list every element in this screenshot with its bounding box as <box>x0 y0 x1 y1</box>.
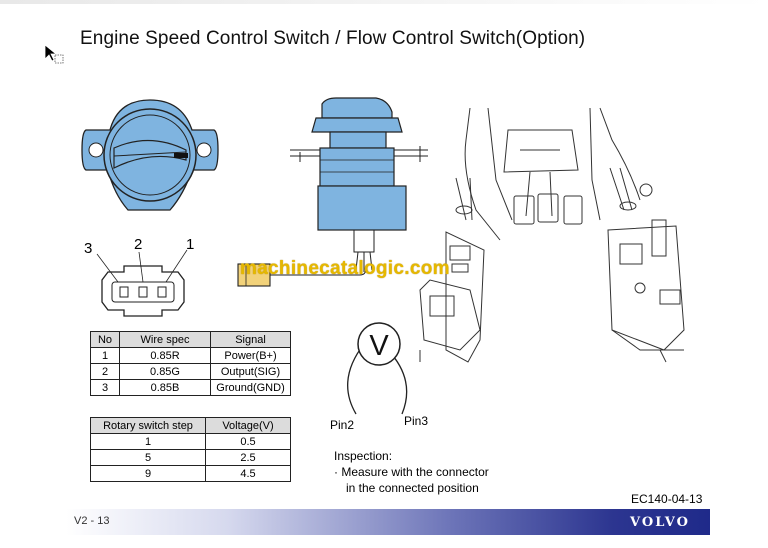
cell-signal: Ground(GND) <box>210 379 291 396</box>
table-row: 5 2.5 <box>90 449 291 466</box>
rotary-step-table: Rotary switch step Voltage(V) 1 0.5 5 2.… <box>90 417 291 482</box>
table-row: 1 0.5 <box>90 433 291 450</box>
connector-pin-label-1: 1 <box>186 236 195 253</box>
header-signal: Signal <box>210 331 291 348</box>
top-bar <box>0 0 768 4</box>
inspection-heading: Inspection: <box>334 449 393 463</box>
voltmeter-illustration: V <box>347 322 408 415</box>
cell-voltage: 4.5 <box>205 465 291 482</box>
voltmeter-symbol <box>357 322 401 366</box>
cell-wire-spec: 0.85R <box>119 347 211 364</box>
page-title: Engine Speed Control Switch / Flow Contr… <box>80 28 586 49</box>
harness-plug-illustration <box>237 263 367 287</box>
inspection-line-2: in the connected position <box>346 481 479 495</box>
cell-wire-spec: 0.85G <box>119 363 211 380</box>
header-wire-spec: Wire spec <box>119 331 211 348</box>
cab-interior-illustration <box>419 107 685 363</box>
watermark-text: machinecatalogic.com <box>240 258 450 279</box>
voltmeter-symbol-text: V <box>369 330 389 362</box>
table-row: 1 0.85R Power(B+) <box>90 347 291 364</box>
wire-spec-table: No Wire spec Signal 1 0.85R Power(B+) 2 … <box>90 331 291 396</box>
header-voltage: Voltage(V) <box>205 417 291 434</box>
document-code: EC140-04-13 <box>631 492 703 506</box>
mouse-cursor-icon <box>44 44 64 64</box>
table-row: 2 0.85G Output(SIG) <box>90 363 291 380</box>
switch-side-illustration <box>290 97 428 272</box>
header-no: No <box>90 331 120 348</box>
cell-voltage: 2.5 <box>205 449 291 466</box>
cell-no: 3 <box>90 379 120 396</box>
table-row: 3 0.85B Ground(GND) <box>90 379 291 396</box>
meter-pin-right-label: Pin3 <box>404 414 429 428</box>
header-rotary-step: Rotary switch step <box>90 417 206 434</box>
table-row: 9 4.5 <box>90 465 291 482</box>
inspection-line-1: · Measure with the connector <box>334 465 489 479</box>
connector-face-illustration <box>96 249 188 317</box>
connector-pin-label-2: 2 <box>134 236 143 253</box>
cell-no: 1 <box>90 347 120 364</box>
page-number: V2 - 13 <box>74 515 110 527</box>
inspection-notes: Inspection: · Measure with the connector… <box>334 448 489 496</box>
cell-step: 1 <box>90 433 206 450</box>
rotary-switch-illustration <box>81 99 219 211</box>
footer-bar: V2 - 13 VOLVO <box>66 509 710 535</box>
connector-pin-label-3: 3 <box>84 240 93 257</box>
table-header-row: No Wire spec Signal <box>90 331 291 348</box>
cell-wire-spec: 0.85B <box>119 379 211 396</box>
cell-no: 2 <box>90 363 120 380</box>
cell-step: 9 <box>90 465 206 482</box>
brand-logo: VOLVO <box>630 515 690 530</box>
cell-step: 5 <box>90 449 206 466</box>
meter-pin-left-label: Pin2 <box>330 418 355 432</box>
cell-signal: Power(B+) <box>210 347 291 364</box>
cell-signal: Output(SIG) <box>210 363 291 380</box>
table-header-row: Rotary switch step Voltage(V) <box>90 417 291 434</box>
cell-voltage: 0.5 <box>205 433 291 450</box>
